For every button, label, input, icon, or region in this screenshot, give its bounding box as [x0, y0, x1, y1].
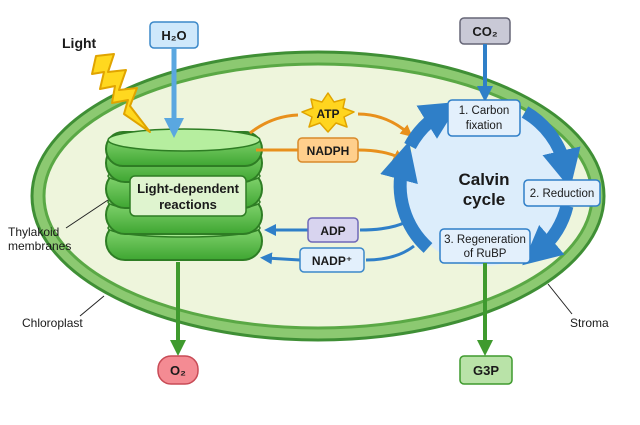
calvin-ring-segment [521, 106, 581, 189]
calvin-title-line2: cycle [463, 190, 506, 209]
atp-label: ATP [316, 107, 339, 121]
energy-carriers-forward: ATP NADPH [249, 92, 413, 163]
adp-box [307, 217, 359, 243]
thylakoid-label-line2: membranes [8, 239, 71, 253]
nadp-arrow-in [365, 244, 415, 262]
step3-line1: 3. Regeneration [444, 234, 526, 246]
calvin-ring-segment [404, 101, 460, 150]
step3-line2: of RuBP [464, 248, 507, 260]
atp-arrow-in [249, 113, 299, 135]
energy-carriers-return: ADP NADP⁺ [260, 217, 415, 273]
g3p-label: G3P [473, 363, 499, 378]
light-reactions-line1: Light-dependent [137, 181, 239, 196]
oxygen-box [157, 355, 199, 385]
thylakoid-pointer [65, 199, 109, 229]
light-label: Light [62, 35, 97, 51]
oxygen-label: O₂ [170, 363, 186, 378]
calvin-title-line1: Calvin [458, 170, 509, 189]
chloroplast-pointer [79, 295, 105, 317]
lightning-bolt-icon [91, 53, 151, 133]
atp-burst [301, 92, 355, 133]
thylakoid-label-line1: Thylakoid [8, 225, 59, 239]
step2-label: 2. Reduction [530, 188, 595, 200]
nadp-arrow-out [260, 252, 301, 265]
co2-label: CO₂ [472, 24, 498, 39]
light-input: Light [62, 35, 151, 133]
oxygen-output: O₂ [157, 262, 199, 385]
step-carbon-fixation: 1. Carbon fixation [447, 99, 521, 137]
nadph-label: NADPH [307, 144, 350, 158]
step1-line2: fixation [466, 120, 502, 132]
nadph-box [297, 137, 359, 163]
step-reduction: 2. Reduction [523, 179, 601, 207]
step1-line1: 1. Carbon [459, 105, 510, 117]
g3p-output: G3P [459, 263, 513, 385]
calvin-ring-segment [522, 204, 574, 266]
atp-arrow-out [357, 112, 413, 137]
water-input: H₂O [149, 21, 199, 138]
stroma-label: Stroma [570, 316, 609, 330]
water-label: H₂O [161, 28, 186, 43]
light-reactions-box: Light-dependent reactions [129, 175, 247, 217]
thylakoid-disc [105, 128, 263, 167]
g3p-box [459, 355, 513, 385]
stroma-pointer [547, 283, 573, 315]
co2-input: CO₂ [459, 17, 511, 102]
calvin-cycle: Calvin cycle 1. Carbon fixation 2. Reduc… [380, 99, 601, 266]
light-reactions-line2: reactions [159, 197, 217, 212]
calvin-ring-segment [380, 141, 433, 253]
nadp-label: NADP⁺ [312, 254, 352, 268]
adp-label: ADP [320, 224, 345, 238]
callouts: Thylakoid membranes Chloroplast Stroma [8, 199, 609, 330]
chloroplast-label: Chloroplast [22, 316, 83, 330]
nadp-box [299, 247, 365, 273]
step-regeneration: 3. Regeneration of RuBP [439, 228, 531, 264]
